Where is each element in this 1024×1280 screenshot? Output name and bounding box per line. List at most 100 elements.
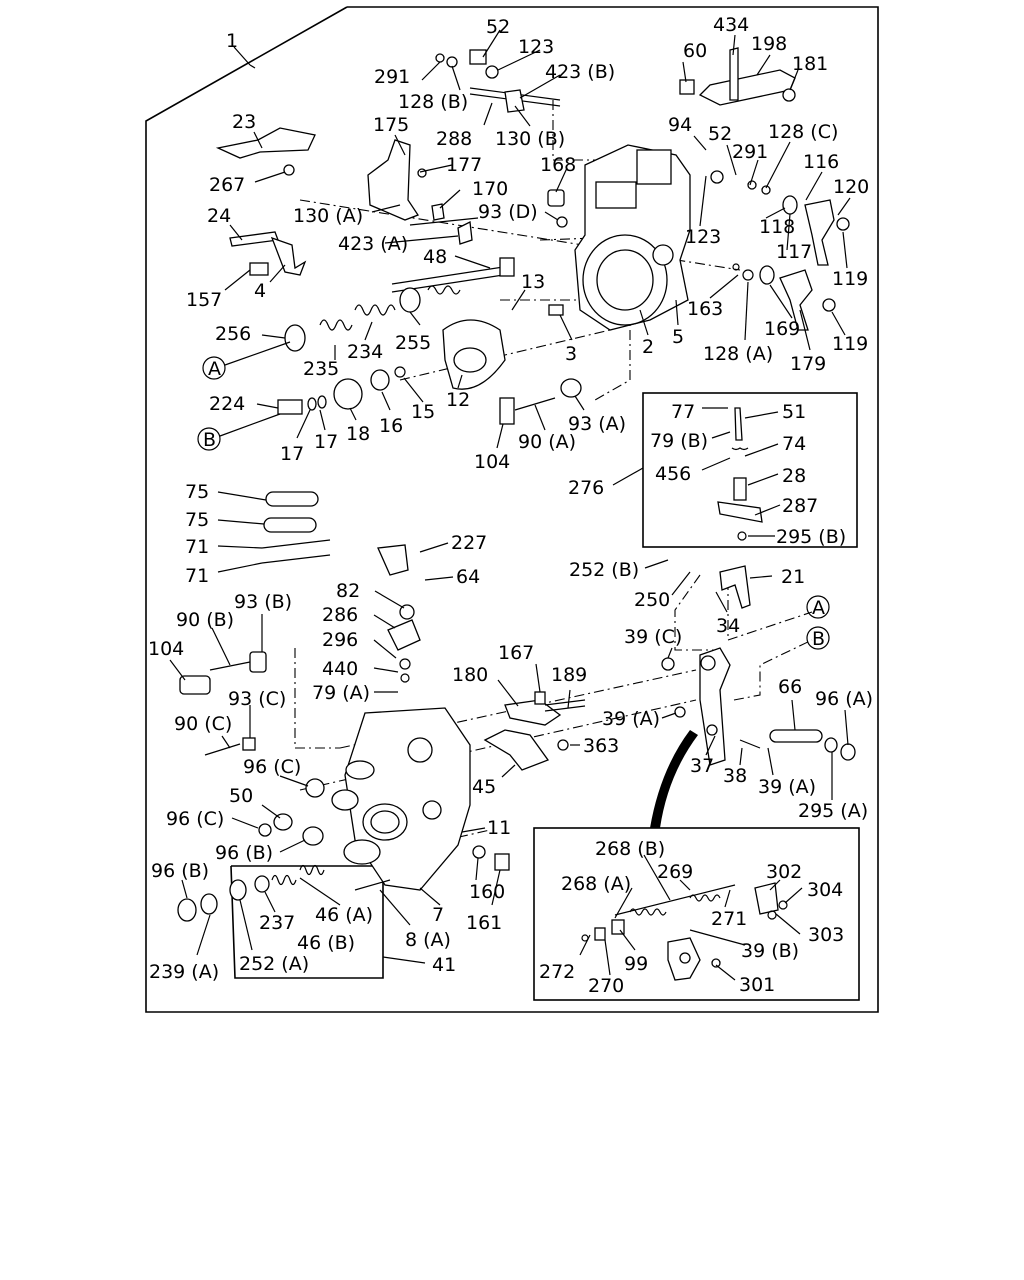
callout-198: 198 — [751, 33, 787, 55]
pump-housing-lower — [331, 707, 471, 891]
subassembly-276-frame — [642, 392, 858, 548]
callout-93-b: 93 (B) — [234, 591, 292, 613]
callout-96-b-upper: 96 (B) — [215, 842, 273, 864]
callout-296: 296 — [322, 629, 358, 651]
callout-93-d: 93 (D) — [478, 201, 538, 223]
marker-a-left: A — [208, 358, 221, 380]
callout-235: 235 — [303, 358, 339, 380]
marker-b-right: B — [812, 628, 825, 650]
callout-295-a: 295 (A) — [798, 800, 868, 822]
callout-128-b: 128 (B) — [398, 91, 468, 113]
marker-a-right: A — [812, 597, 825, 619]
callout-252-b: 252 (B) — [569, 559, 639, 581]
callout-181: 181 — [792, 53, 828, 75]
callout-117: 117 — [776, 241, 812, 263]
callout-250: 250 — [634, 589, 670, 611]
callout-119-lower: 119 — [832, 333, 868, 355]
callout-4: 4 — [254, 280, 266, 302]
callout-163: 163 — [687, 298, 723, 320]
callout-75-upper: 75 — [185, 481, 209, 503]
callout-123-upper: 123 — [518, 36, 554, 58]
callout-60: 60 — [683, 40, 707, 62]
callout-189: 189 — [551, 664, 587, 686]
callout-301: 301 — [739, 974, 775, 996]
callout-234: 234 — [347, 341, 383, 363]
callout-255: 255 — [395, 332, 431, 354]
main-frame — [145, 6, 879, 1013]
callout-37: 37 — [690, 755, 714, 777]
callout-128-c: 128 (C) — [768, 121, 838, 143]
callout-286: 286 — [322, 604, 358, 626]
callout-456: 456 — [655, 463, 691, 485]
callout-52-right: 52 — [708, 123, 732, 145]
callout-39-a-lower: 39 (A) — [758, 776, 816, 798]
callout-363: 363 — [583, 735, 619, 757]
linkage-upper-right — [679, 47, 850, 331]
callout-75-lower: 75 — [185, 509, 209, 531]
callout-34: 34 — [716, 615, 740, 637]
callout-23: 23 — [232, 111, 256, 133]
callout-90-b: 90 (B) — [176, 609, 234, 631]
detail-inset-frame — [533, 827, 860, 1001]
callout-38: 38 — [723, 765, 747, 787]
callout-51: 51 — [782, 401, 806, 423]
callout-96-c-upper: 96 (C) — [243, 756, 301, 778]
callout-161: 161 — [466, 912, 502, 934]
callout-96-b-lower: 96 (B) — [151, 860, 209, 882]
callout-168: 168 — [540, 154, 576, 176]
callout-252-a: 252 (A) — [239, 953, 309, 975]
callout-99: 99 — [624, 953, 648, 975]
callout-104-lower: 104 — [148, 638, 184, 660]
subassembly-41-frame — [230, 865, 384, 979]
callout-227: 227 — [451, 532, 487, 554]
callout-79-a: 79 (A) — [312, 682, 370, 704]
callout-268-a: 268 (A) — [561, 873, 631, 895]
drive-shaft-48 — [391, 257, 515, 293]
callout-24: 24 — [207, 205, 231, 227]
callout-45: 45 — [472, 776, 496, 798]
callout-167: 167 — [498, 642, 534, 664]
callout-1: 1 — [226, 30, 238, 52]
callout-160: 160 — [469, 881, 505, 903]
callout-46-b: 46 (B) — [297, 932, 355, 954]
callout-94: 94 — [668, 114, 692, 136]
leader-lines — [169, 29, 851, 981]
callout-170: 170 — [472, 178, 508, 200]
callout-7: 7 — [432, 904, 444, 926]
callout-39-b: 39 (B) — [741, 940, 799, 962]
callout-237: 237 — [259, 912, 295, 934]
callout-239-a: 239 (A) — [149, 961, 219, 983]
callout-46-a: 46 (A) — [315, 904, 373, 926]
callout-79-b: 79 (B) — [650, 430, 708, 452]
callout-120: 120 — [833, 176, 869, 198]
callout-434: 434 — [713, 14, 749, 36]
callout-276: 276 — [568, 477, 604, 499]
callout-291-upper: 291 — [374, 66, 410, 88]
callout-93-c: 93 (C) — [228, 688, 286, 710]
callout-12: 12 — [446, 389, 470, 411]
callout-41: 41 — [432, 954, 456, 976]
callout-177: 177 — [446, 154, 482, 176]
callout-180: 180 — [452, 664, 488, 686]
callout-270: 270 — [588, 975, 624, 997]
callout-288: 288 — [436, 128, 472, 150]
callout-423-a: 423 (A) — [338, 233, 408, 255]
marker-a-group — [202, 341, 830, 619]
callout-272: 272 — [539, 961, 575, 983]
callout-423-b: 423 (B) — [545, 61, 615, 83]
lever-parts-right — [699, 407, 856, 766]
callout-123-right: 123 — [685, 226, 721, 248]
callout-15: 15 — [411, 401, 435, 423]
springs-upper — [277, 285, 461, 415]
callout-48: 48 — [423, 246, 447, 268]
callout-39-c: 39 (C) — [624, 626, 682, 648]
callout-224: 224 — [209, 393, 245, 415]
callout-11: 11 — [487, 817, 511, 839]
callout-71-lower: 71 — [185, 565, 209, 587]
callout-52-upper: 52 — [486, 16, 510, 38]
callout-256: 256 — [215, 323, 251, 345]
callout-304: 304 — [807, 879, 843, 901]
callout-119-upper: 119 — [832, 268, 868, 290]
pump-housing-upper — [574, 144, 691, 331]
